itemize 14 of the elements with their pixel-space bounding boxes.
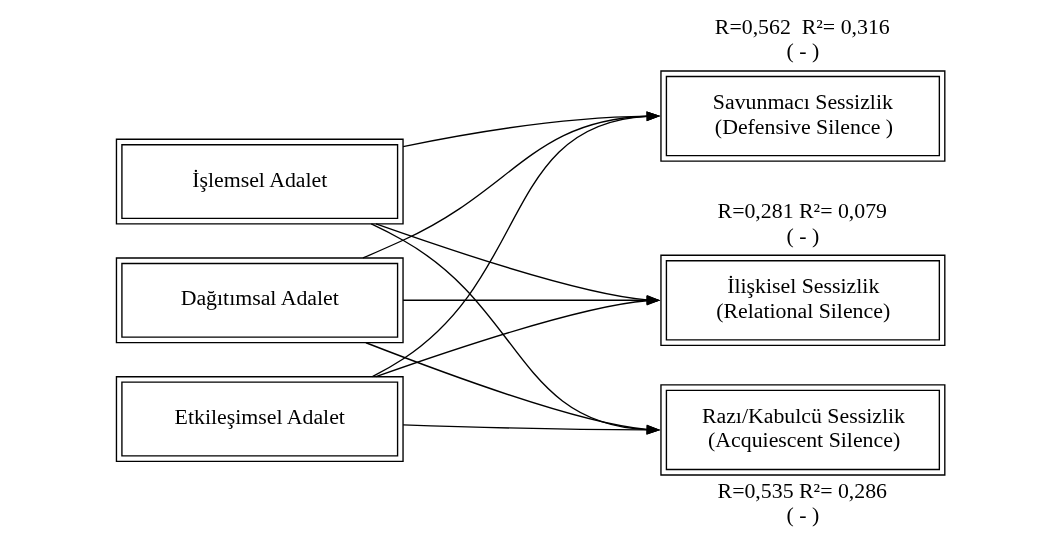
node-box: İlişkisel Sessizlik (Relational Silence): [659, 254, 945, 346]
node-box: Dağıtımsal Adalet: [115, 257, 404, 344]
node-box: İşlemsel Adalet: [115, 138, 404, 225]
arrow: [401, 424, 660, 435]
arrow: [364, 342, 660, 435]
node-label: ( - ): [786, 223, 819, 248]
node-label: R=0,281 R²= 0,079: [717, 199, 887, 224]
node-label: R=0,562 R²= 0,316: [714, 14, 890, 39]
node-label: ( - ): [786, 39, 819, 64]
node-label: R=0,535 R²= 0,286: [717, 478, 887, 503]
node-box: Savunmacı Sessizlik (Defensive Silence ): [659, 70, 945, 162]
node-box: Etkileşimsel Adalet: [115, 376, 404, 462]
node-box: Razı/Kabulcü Sessizlik (Acquiescent Silence): [659, 384, 945, 476]
node-label: ( - ): [786, 503, 819, 528]
